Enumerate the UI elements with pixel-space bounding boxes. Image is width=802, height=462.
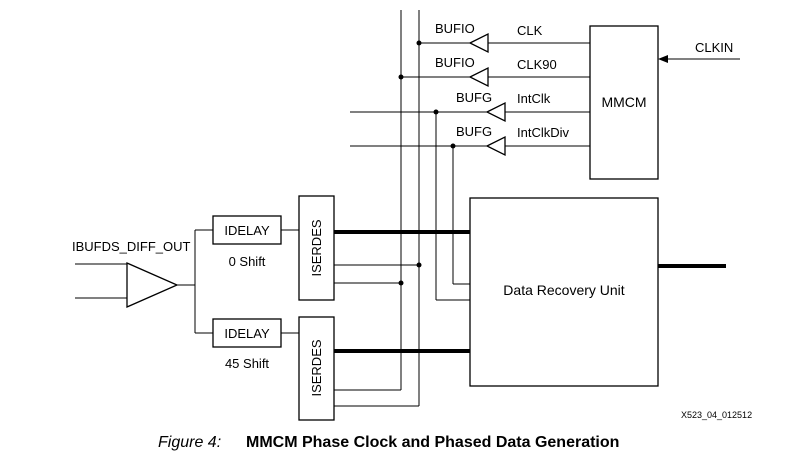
junction-dot <box>416 262 422 268</box>
idelay-bottom-shift-label: 45 Shift <box>225 356 269 371</box>
caption-title: MMCM Phase Clock and Phased Data Generat… <box>246 434 619 451</box>
ibufds-diff-out-label: IBUFDS_DIFF_OUT <box>72 239 191 254</box>
iserdes-bottom-block <box>298 316 335 421</box>
clkin-arrowhead <box>658 55 668 63</box>
idelay-top-shift-label: 0 Shift <box>229 254 266 269</box>
bufg-intclkdiv-label: BUFG <box>456 124 492 139</box>
bufg-intclkdiv-buffer <box>485 135 506 157</box>
clk-label: CLK <box>517 23 543 38</box>
junction-dot <box>450 143 456 149</box>
bufg-intclk-label: BUFG <box>456 90 492 105</box>
intclk-label: IntClk <box>517 91 551 106</box>
idelay-top-label: IDELAY <box>224 223 270 238</box>
clk90-label: CLK90 <box>517 57 557 72</box>
idelay-bottom-label: IDELAY <box>224 326 270 341</box>
data-recovery-unit-block <box>469 197 659 387</box>
mmcm-label: MMCM <box>601 94 646 110</box>
junction-dot <box>398 280 404 286</box>
bufio-clk90-label: BUFIO <box>435 55 475 70</box>
ibufds-buffer <box>126 262 179 308</box>
junction-dot <box>433 109 439 115</box>
dru-label: Data Recovery Unit <box>503 282 624 298</box>
mmcm-block <box>589 25 659 180</box>
bufg-intclk-buffer <box>485 101 506 123</box>
bufio-clk-buffer <box>468 32 489 54</box>
bufio-clk-label: BUFIO <box>435 21 475 36</box>
iserdes-bottom-label: ISERDES <box>309 339 324 396</box>
junction-dot <box>398 74 404 80</box>
caption-prefix: Figure 4: <box>158 434 221 451</box>
clkin-label: CLKIN <box>695 40 733 55</box>
intclkdiv-label: IntClkDiv <box>517 125 570 140</box>
iserdes-top-label: ISERDES <box>309 219 324 276</box>
figure-id-label: X523_04_012512 <box>681 410 752 420</box>
idelay-bottom-block <box>212 318 282 348</box>
idelay-top-block <box>212 215 282 245</box>
bufio-clk90-buffer <box>468 66 489 88</box>
junction-dot <box>416 40 422 46</box>
iserdes-top-block <box>298 195 335 301</box>
